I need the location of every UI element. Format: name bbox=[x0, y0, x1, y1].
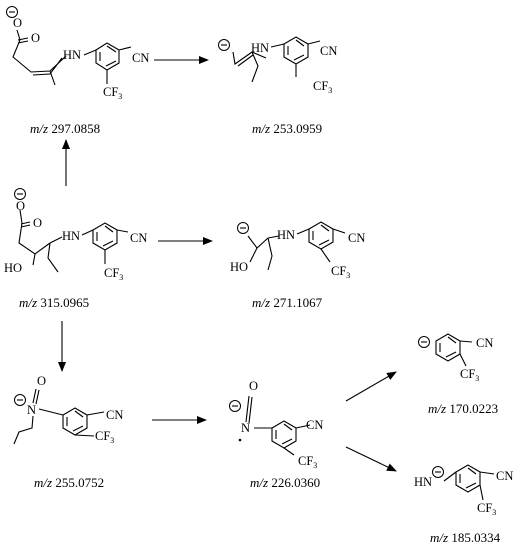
mz-label-226: m/z 226.0360 bbox=[250, 475, 320, 490]
cn-label: CN bbox=[130, 231, 147, 245]
cf3-label: CF3 bbox=[95, 429, 114, 445]
cn-label: CN bbox=[306, 418, 323, 432]
compound-253-structure: HN CN CF3 bbox=[218, 36, 337, 95]
radical-dot-icon bbox=[238, 438, 242, 442]
negative-charge-icon bbox=[218, 39, 230, 51]
benzene-ring bbox=[62, 407, 88, 436]
negative-charge-icon bbox=[14, 394, 26, 406]
cn-label: CN bbox=[106, 408, 123, 422]
mz-label-271: m/z 271.1067 bbox=[252, 295, 323, 310]
cn-label: CN bbox=[496, 469, 513, 483]
hn-label: HN bbox=[63, 48, 81, 62]
negative-charge-icon bbox=[432, 466, 444, 478]
compound-170-structure: CN CF3 bbox=[418, 333, 493, 383]
compound-297-structure: O O HN CN CF3 bbox=[6, 6, 149, 101]
benzene-ring bbox=[283, 36, 309, 65]
n-label: N bbox=[241, 421, 250, 435]
benzene-ring bbox=[95, 42, 120, 71]
negative-charge-icon bbox=[229, 400, 241, 412]
arrow-226-to-170 bbox=[345, 371, 397, 402]
oxygen-label: O bbox=[16, 199, 25, 213]
cn-label: CN bbox=[132, 51, 149, 65]
compound-185-structure: HN CN CF3 bbox=[414, 464, 513, 517]
cn-label: CN bbox=[320, 44, 337, 58]
negative-charge-icon bbox=[14, 188, 26, 200]
mz-label-253: m/z 253.0959 bbox=[252, 121, 322, 136]
cf3-label: CF3 bbox=[313, 79, 332, 95]
arrow-226-to-185 bbox=[345, 446, 397, 472]
compound-226-structure: O N CN CF3 bbox=[229, 379, 323, 470]
mz-label-315: m/z 315.0965 bbox=[19, 295, 89, 310]
compound-255-structure: O N CN CF3 bbox=[13, 374, 123, 445]
oxygen-label: O bbox=[33, 216, 42, 230]
compound-315-structure: O O HO HN CN CF3 bbox=[4, 188, 147, 282]
mz-label-297: m/z 297.0858 bbox=[30, 121, 100, 136]
reaction-arrows bbox=[58, 56, 397, 472]
cf3-label: CF3 bbox=[104, 266, 123, 282]
cf3-label: CF3 bbox=[298, 454, 317, 470]
benzene-ring bbox=[271, 420, 297, 449]
negative-charge-icon bbox=[6, 6, 18, 18]
hn-label: HN bbox=[414, 475, 432, 489]
oxygen-label: O bbox=[13, 16, 22, 30]
ho-label: HO bbox=[230, 260, 248, 274]
mz-label-185: m/z 185.0334 bbox=[430, 530, 501, 545]
cn-label: CN bbox=[476, 336, 493, 350]
oxygen-label: O bbox=[249, 379, 258, 393]
benzene-ring bbox=[92, 222, 118, 251]
hn-label: HN bbox=[62, 229, 80, 243]
negative-charge-icon bbox=[237, 222, 249, 234]
cf3-label: CF3 bbox=[331, 264, 350, 280]
benzene-ring bbox=[455, 464, 481, 493]
hn-label: HN bbox=[251, 41, 269, 55]
cf3-label: CF3 bbox=[477, 501, 496, 517]
benzene-ring bbox=[435, 333, 461, 362]
compound-271-structure: HO HN CN CF3 bbox=[230, 221, 365, 280]
ho-label: HO bbox=[4, 261, 22, 275]
oxygen-label: O bbox=[37, 374, 46, 388]
mz-label-255: m/z 255.0752 bbox=[34, 475, 104, 490]
hn-label: HN bbox=[277, 228, 295, 242]
oxygen-label: O bbox=[31, 31, 40, 45]
negative-charge-icon bbox=[418, 336, 430, 348]
mz-label-170: m/z 170.0223 bbox=[428, 401, 498, 416]
cf3-label: CF3 bbox=[460, 367, 479, 383]
cf3-label: CF3 bbox=[103, 85, 122, 101]
benzene-ring bbox=[308, 221, 334, 250]
cn-label: CN bbox=[348, 231, 365, 245]
n-label: N bbox=[27, 403, 36, 417]
